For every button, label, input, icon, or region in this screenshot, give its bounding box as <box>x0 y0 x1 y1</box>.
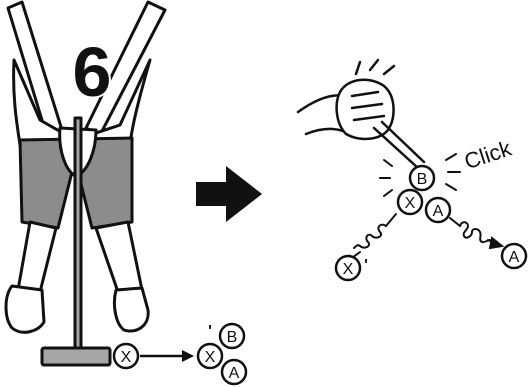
svg-text:A: A <box>509 249 520 266</box>
ball-a-flying: A <box>502 244 526 268</box>
svg-text:A: A <box>229 365 240 382</box>
svg-text:X: X <box>121 349 132 366</box>
ball-x-left: X <box>114 344 138 368</box>
right-shoe <box>114 288 148 331</box>
step-number: 6 <box>73 33 112 111</box>
svg-text:A: A <box>433 203 444 220</box>
prime-mark: ' <box>208 323 212 340</box>
left-shoe <box>6 286 44 332</box>
svg-text:X: X <box>343 261 354 278</box>
left-leg <box>18 222 56 292</box>
ball-cluster-left: B X A ' <box>198 323 246 384</box>
hand-figure <box>298 60 424 168</box>
svg-text:X: X <box>205 349 216 366</box>
right-leg <box>96 222 142 292</box>
transition-arrow <box>196 166 262 222</box>
svg-text:B: B <box>227 329 238 346</box>
roll-arrow <box>140 350 194 362</box>
mallet-shaft <box>75 118 81 350</box>
a-trajectory <box>450 218 502 248</box>
svg-text:X: X <box>405 195 416 212</box>
ball-x-prime: X ' <box>336 256 368 280</box>
svg-text:B: B <box>417 171 428 188</box>
ball-cluster-right: B X A <box>398 166 450 222</box>
mallet-head <box>42 348 110 365</box>
svg-text:': ' <box>364 257 368 274</box>
click-label: Click <box>461 135 515 174</box>
